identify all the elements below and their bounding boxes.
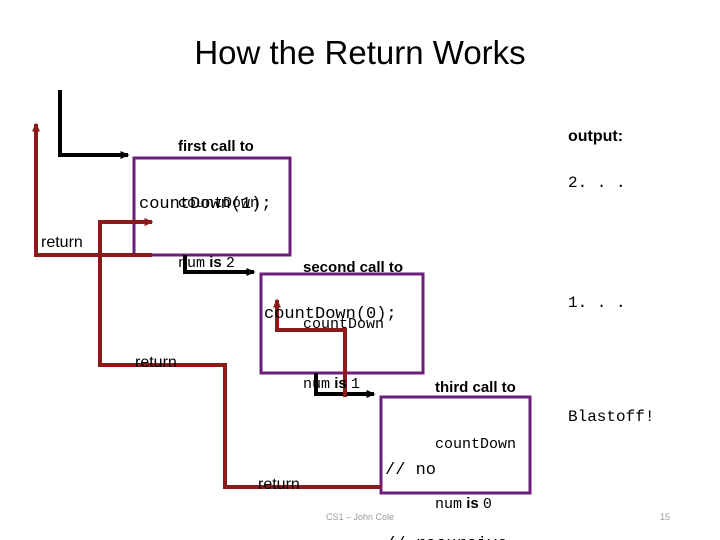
callout-2-is: is [334,374,347,392]
callout-3-var: num [435,495,463,513]
callout-1-var: num [178,254,206,272]
callout-1-line3: num is 2 [178,253,259,273]
code-box-2-text: countDown(0); [264,305,397,324]
return-label-2: return [135,354,177,371]
callout-1-line1: first call to [178,138,254,156]
return-label-3: return [258,476,300,493]
callout-second-call: second call to countDown num is 1 [303,220,403,433]
callout-2-line2: countDown [303,316,385,334]
code-box-3-line2: // recursive [385,533,507,540]
output-line-2: 1. . . [568,294,626,312]
page-title: How the Return Works [194,34,526,71]
callout-1-value: 2 [225,254,235,272]
callout-2-value: 1 [350,375,360,393]
call-arrow-1 [58,90,130,159]
callout-3-line1: third call to [435,379,516,397]
code-box-3-text: // no // recursive // call [385,410,507,540]
code-box-2 [259,272,425,375]
callout-3-value: 0 [482,495,492,513]
callout-3-line3: num is 0 [435,494,516,514]
callout-3-is: is [466,494,479,512]
footer-credit: CS1 – John Cole [325,512,395,522]
code-box-3 [379,395,532,495]
callout-2-var: num [303,375,331,393]
callout-third-call: third call to countDown num is 0 [435,340,516,540]
output-line-1: 2. . . [568,174,626,192]
callout-first-call: first call to countDown num is 2 [178,99,259,312]
return-label-1: return [41,234,83,251]
return-arrow-1 [32,122,152,257]
return-arrow-3 [98,218,381,489]
call-arrow-2 [183,255,256,276]
callout-1-is: is [209,253,222,271]
code-box-1 [132,156,292,257]
callout-1-line2: countDown [178,195,260,213]
code-box-3-line1: // no [385,461,437,481]
footer-page-number: 15 [660,512,671,522]
callout-2-line3: num is 1 [303,374,403,394]
output-line-3: Blastoff! [568,408,655,426]
return-arrow-2 [273,298,347,397]
code-box-1-text: countDown(1); [139,195,272,214]
call-arrow-3 [314,373,376,398]
callout-3-line2: countDown [435,436,517,454]
output-heading: output: [568,128,624,145]
callout-2-line1: second call to [303,259,404,277]
